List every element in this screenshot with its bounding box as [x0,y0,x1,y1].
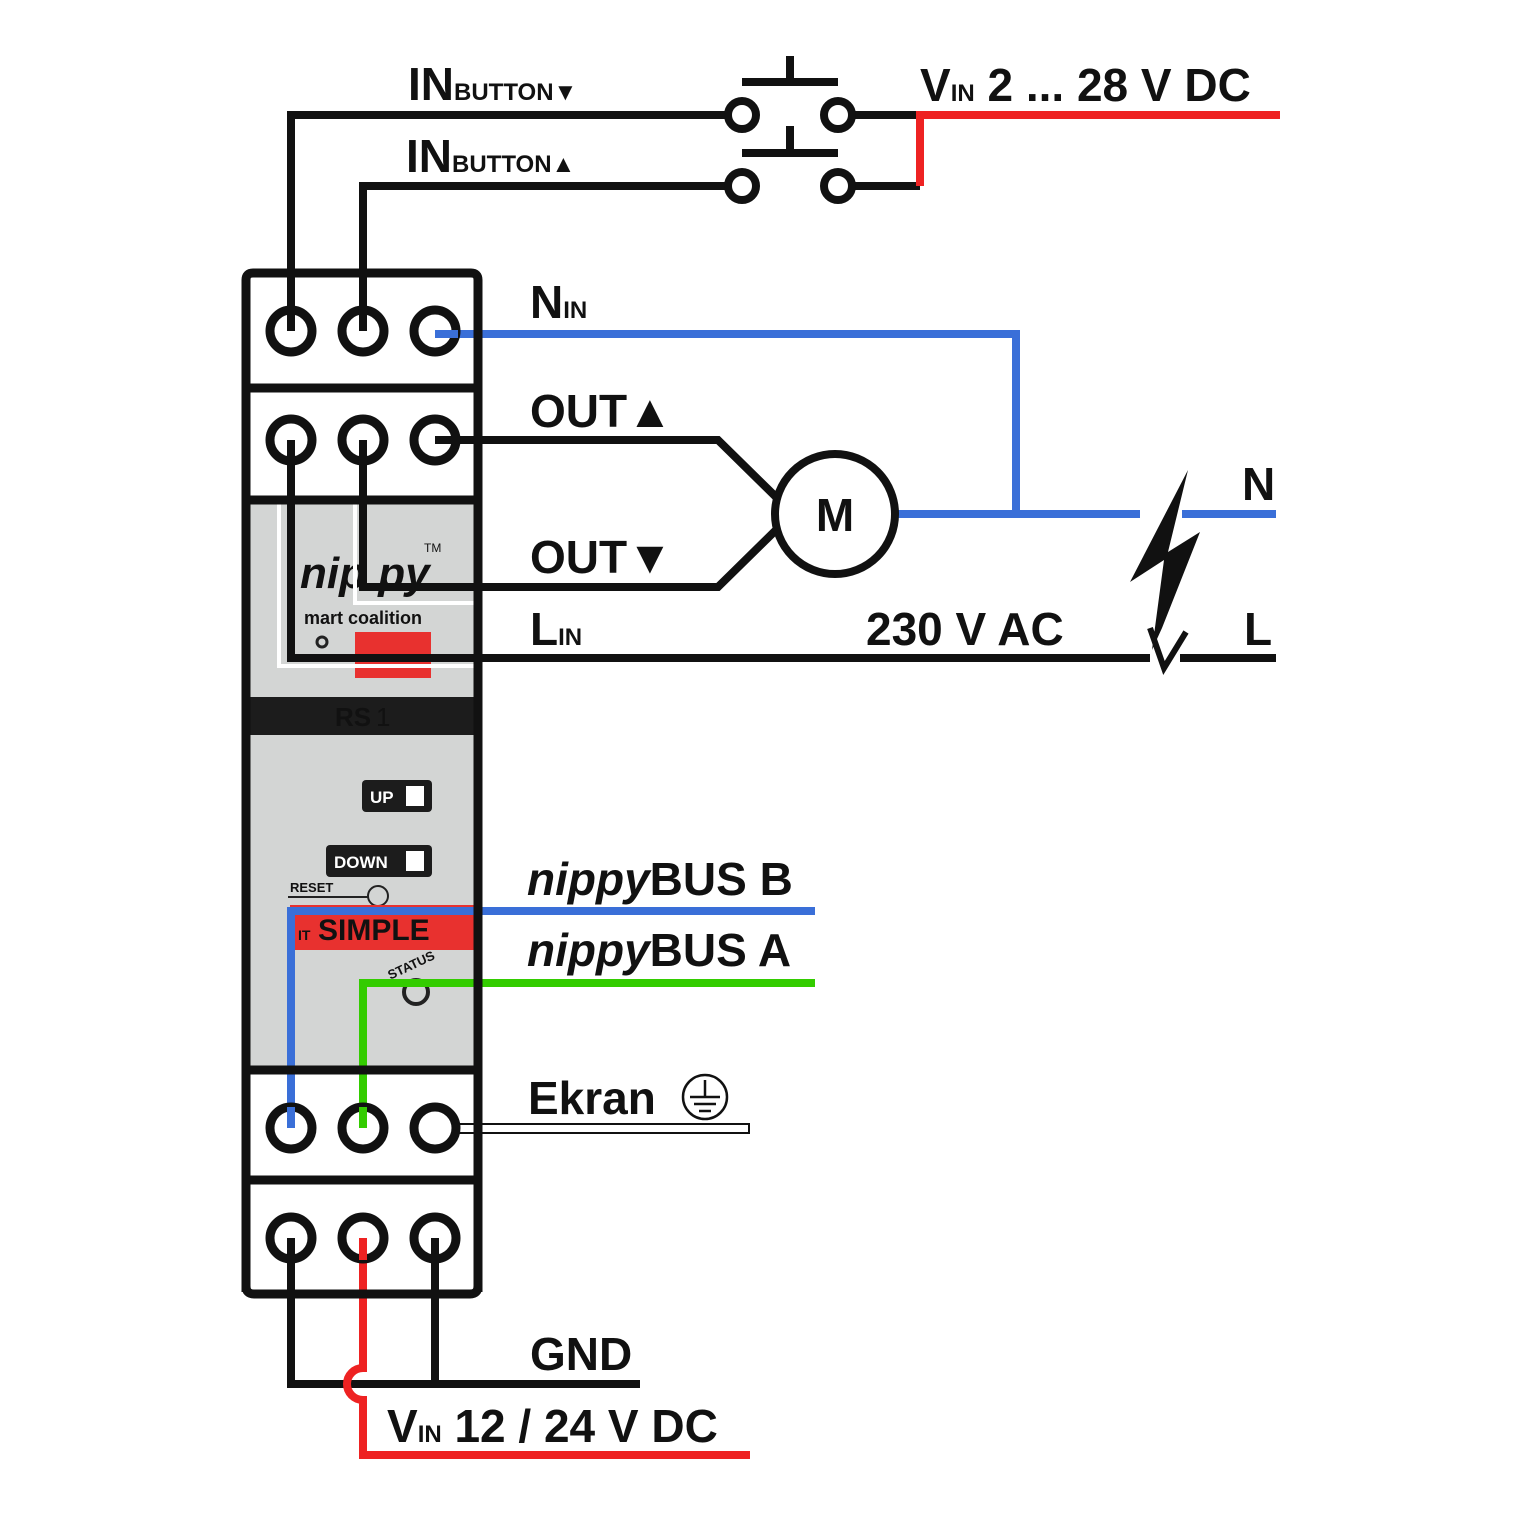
down-button-label: DOWN [334,853,388,872]
up-button-led [406,786,424,806]
wire-gnd [287,1238,640,1388]
top-terminal-block-outline [241,268,483,388]
bottom-terminal-block-outline [241,1180,483,1299]
wire-n-in [435,330,1020,514]
wire-vin-button-supply [916,111,1280,186]
device-trademark: TM [424,541,441,555]
up-button-label: UP [370,788,394,807]
device-model-band [246,697,478,735]
label-line: L [1244,603,1272,655]
reset-label: RESET [290,880,333,895]
motor-label: M [816,489,854,541]
device-tagline: mart coalition [304,608,422,628]
wire-nippybus-a [359,979,815,1128]
device-logo-key-icon [315,635,329,649]
rs1-device: nip py TM mart coalition RS 1 UP DOWN RE… [246,500,478,1070]
label-out-down: OUT▼ [530,531,673,583]
down-button[interactable] [326,845,432,877]
label-in-button-down: INBUTTON▼ [408,58,577,110]
down-button-led [406,851,424,871]
label-n-in: NIN [530,276,587,328]
brand-prefix: IT [298,927,311,943]
label-in-button-up: INBUTTON▲ [406,130,575,182]
wire-out-down [359,440,779,591]
lightning-icon [1130,470,1200,650]
device-model-name: RS [335,702,371,732]
label-vin-button: VIN 2 ... 28 V DC [920,59,1251,111]
terminal-screw-icon [409,1102,461,1154]
label-l-in: LIN [530,603,582,655]
label-ac-voltage: 230 V AC [866,603,1064,655]
brand-name: SIMPLE [318,914,430,947]
wire-in-button-down [287,111,742,331]
terminal-blocks [241,268,483,1299]
label-nippybus-b: nippyBUS B [527,853,793,905]
label-ekran: Ekran [528,1072,656,1124]
motor-icon [771,450,899,578]
wire-in-button-up [359,182,742,331]
label-nippybus-a: nippyBUS A [527,924,791,976]
wire-out-up [435,436,779,500]
reset-button[interactable] [367,885,389,907]
ground-icon [681,1073,729,1121]
lightning-arrow-icon [1147,627,1189,675]
wire-nippybus-b [287,907,815,1128]
label-out-up: OUT▲ [530,385,673,437]
device-model-number: 1 [376,702,390,732]
wire-l-in [287,440,1150,662]
label-neutral: N [1242,458,1275,510]
push-button-icon [724,56,856,204]
label-gnd: GND [530,1328,632,1380]
label-vin-supply: VIN 12 / 24 V DC [387,1400,718,1452]
wire-vin-supply [343,1238,750,1459]
